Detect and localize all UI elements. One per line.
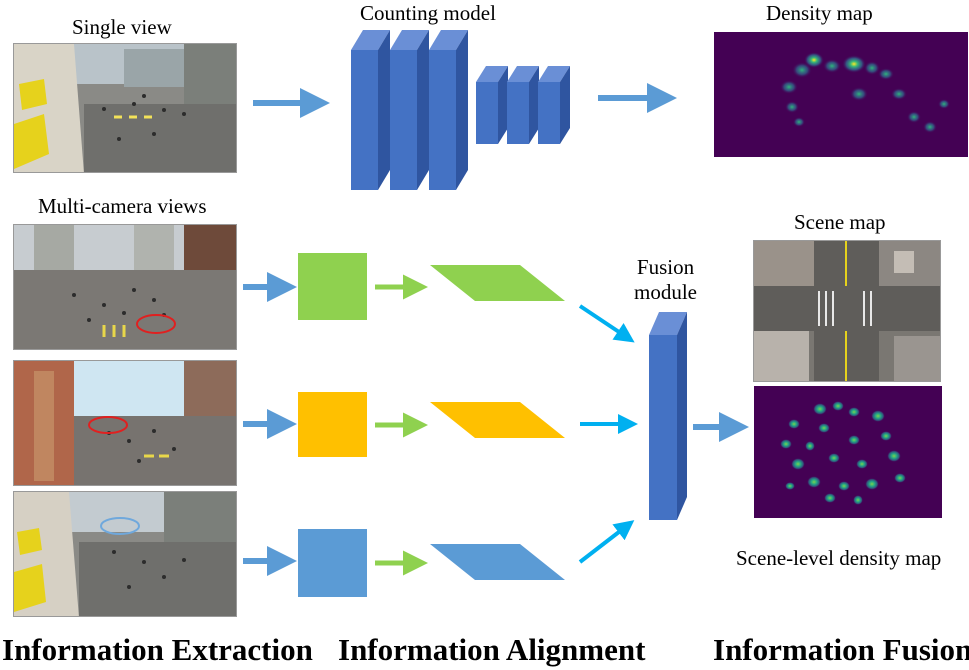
view-3-aligned-feature <box>430 544 565 580</box>
arrow-view-3-to-fusion <box>578 520 635 564</box>
view-3-feature-square <box>298 529 367 597</box>
camera-view-1-photo <box>13 224 237 350</box>
counting-model-label: Counting model <box>360 1 496 25</box>
fusion-module-label: Fusion module <box>634 255 697 305</box>
density-map-image <box>714 32 968 157</box>
counting-model-block-6 <box>538 66 570 144</box>
single-view-photo <box>13 43 237 173</box>
view-2-feature-square <box>298 392 367 457</box>
counting-model-block-2 <box>390 30 429 190</box>
multi-camera-views-label: Multi-camera views <box>38 194 207 218</box>
camera-view-2-photo <box>13 360 237 486</box>
arrow-view-1-to-fusion <box>578 304 635 343</box>
section-information-extraction: Information Extraction <box>2 632 313 667</box>
view-1-aligned-feature <box>430 265 565 301</box>
scene-level-density-map-image <box>754 386 942 518</box>
counting-model-block-1 <box>351 30 390 190</box>
view-1-feature-square <box>298 253 367 320</box>
scene-map-photo <box>753 240 941 382</box>
counting-model-block-5 <box>507 66 539 144</box>
scene-level-density-map-label: Scene-level density map <box>736 546 942 570</box>
counting-model-block-3 <box>429 30 468 190</box>
section-information-fusion: Information Fusion <box>713 632 969 667</box>
single-view-label: Single view <box>72 15 172 39</box>
scene-map-label: Scene map <box>794 210 886 234</box>
view-2-aligned-feature <box>430 402 565 438</box>
section-information-alignment: Information Alignment <box>338 632 646 667</box>
camera-view-3-photo <box>13 491 237 617</box>
counting-model-block-4 <box>476 66 508 144</box>
fusion-module-block <box>649 312 687 520</box>
density-map-label: Density map <box>766 1 873 25</box>
